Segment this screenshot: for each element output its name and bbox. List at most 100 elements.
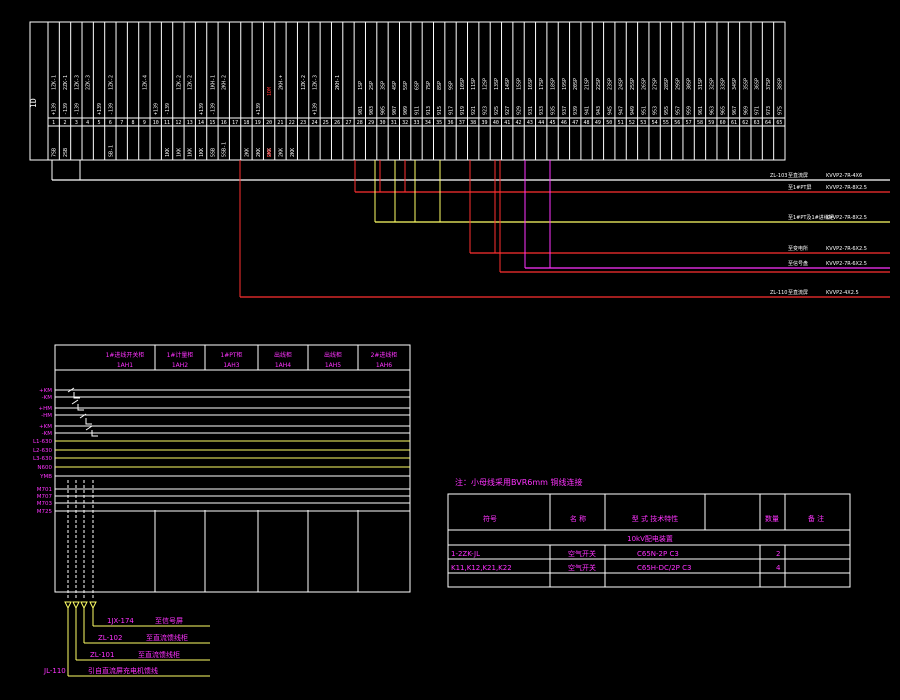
cable-spec: KVVP2-7R-8X2.5	[826, 215, 867, 221]
terminal-number: 2	[63, 120, 66, 126]
terminal-top-label: 12SP	[483, 78, 489, 90]
panel-header-name: 1#进线开关柜	[106, 351, 145, 359]
terminal-number: 31	[391, 120, 397, 126]
terminal-top-label: 2ZK-1	[63, 75, 69, 90]
terminal-number: 51	[618, 120, 624, 126]
terminal-mid-label: 911	[415, 106, 421, 115]
terminal-mid-label: 957	[675, 106, 681, 115]
terminal-number: 52	[629, 120, 635, 126]
terminal-top-label: 13SP	[494, 78, 500, 90]
terminal-number: 19	[255, 120, 261, 126]
terminal-mid-label: 905	[380, 106, 386, 115]
terminal-number: 44	[538, 120, 544, 126]
terminal-top-label: 8SP	[437, 81, 443, 90]
terminal-mid-label: 965	[721, 106, 727, 115]
terminal-number: 64	[765, 120, 771, 126]
terminal-mid-label: -139	[210, 103, 216, 115]
terminal-mid-label: 935	[551, 106, 557, 115]
terminal-mid-label: 929	[517, 106, 523, 115]
table-header: 数量	[765, 514, 779, 523]
terminal-top-label: 1ZK-2	[108, 75, 114, 90]
terminal-mid-label: 959	[687, 106, 693, 115]
cable-dest: 至变电所	[788, 245, 808, 252]
terminal-block-title: 1D	[29, 98, 38, 108]
terminal-number: 62	[742, 120, 748, 126]
terminal-top-label: 1KH-1	[210, 75, 216, 90]
terminal-number: 24	[311, 120, 317, 126]
terminal-top-label: 25SP	[630, 78, 636, 90]
terminal-top-label: 24SP	[619, 78, 625, 90]
terminal-bottom-label: 1KK	[188, 148, 194, 157]
bottom-cable-id: 1JX-174	[107, 617, 134, 625]
terminal-number: 4	[86, 120, 89, 126]
cable-dest: 至信号盘	[788, 260, 808, 267]
terminal-mid-label: -139	[108, 103, 114, 115]
terminal-number: 61	[731, 120, 737, 126]
cable-spec: KVVP2-4X2.5	[826, 290, 859, 296]
terminal-number: 60	[720, 120, 726, 126]
terminal-number: 5	[98, 120, 101, 126]
terminal-bottom-label: 5SB-1	[222, 142, 228, 157]
panel-header-code: 1AH2	[172, 362, 188, 369]
terminal-mid-label: 907	[392, 106, 398, 115]
terminal-top-label: 20SP	[573, 78, 579, 90]
terminal-bottom-label: 5SB	[210, 148, 216, 157]
bus-label: +KM	[39, 388, 52, 394]
cable-dest: 至直流屏	[788, 289, 808, 296]
bus-label: +HM	[39, 406, 53, 412]
bus-label: M725	[37, 509, 53, 515]
terminal-top-label: 1ZK-3	[74, 75, 80, 90]
terminal-mid-label: 923	[483, 106, 489, 115]
terminal-top-label: 7SP	[426, 81, 432, 90]
terminal-number: 12	[175, 120, 181, 126]
bus-label: M707	[37, 494, 53, 500]
terminal-number: 28	[357, 120, 363, 126]
terminal-top-label: 37SP	[766, 78, 772, 90]
terminal-top-label: 1ZK-2	[176, 75, 182, 90]
terminal-number: 29	[368, 120, 374, 126]
terminal-mid-label: 927	[505, 106, 511, 115]
terminal-top-label: 2KH-2	[222, 75, 228, 90]
terminal-number: 41	[504, 120, 510, 126]
terminal-mid-label: +139	[97, 103, 103, 115]
terminal-mid-label: 915	[437, 106, 443, 115]
terminal-number: 17	[232, 120, 238, 126]
panel-header-name: 出线柜	[274, 351, 292, 359]
terminal-top-label: 18SP	[551, 78, 557, 90]
terminal-top-label: 22SP	[596, 78, 602, 90]
bus-label: +KM	[39, 424, 52, 430]
terminal-number: 13	[187, 120, 193, 126]
panel-header-code: 1AH4	[275, 362, 291, 369]
bus-label: -KM	[42, 395, 53, 401]
cable-dest: 至1#PT屏	[788, 185, 811, 191]
terminal-top-label: 16SP	[528, 78, 534, 90]
bus-panel	[54, 344, 411, 593]
terminal-mid-label: +139	[199, 103, 205, 115]
cable-spec: KVVP2-7R-8X2.5	[826, 185, 867, 191]
terminal-number: 8	[132, 120, 135, 126]
bus-label: L1-630	[33, 439, 53, 445]
terminal-mid-label: +139	[52, 103, 58, 115]
cable-terminal-icon	[72, 601, 80, 610]
table-header: 备 注	[808, 514, 824, 523]
terminal-number: 47	[572, 120, 578, 126]
terminal-bottom-label: 2KK	[278, 148, 284, 157]
table-section-title: 10kV配电装置	[627, 534, 673, 543]
terminal-top-label: 5SP	[403, 81, 409, 90]
bus-label: -KM	[42, 431, 53, 437]
terminal-mid-label: 961	[698, 106, 704, 115]
table-cell: 2	[776, 550, 780, 558]
terminal-number: 53	[640, 120, 646, 126]
terminal-mid-label: 945	[607, 106, 613, 115]
terminal-number: 30	[379, 120, 385, 126]
terminal-bottom-label: 7SB	[52, 148, 58, 157]
terminal-mid-label: 941	[585, 106, 591, 115]
terminal-number: 57	[686, 120, 692, 126]
cable-terminal-icon	[64, 601, 72, 610]
panel-header-code: 1AH3	[223, 362, 239, 369]
terminal-number: 22	[289, 120, 295, 126]
terminal-mid-label: 949	[630, 106, 636, 115]
table-cell: 空气开关	[568, 549, 596, 558]
terminal-mid-label: 939	[573, 106, 579, 115]
terminal-number: 54	[652, 120, 658, 126]
